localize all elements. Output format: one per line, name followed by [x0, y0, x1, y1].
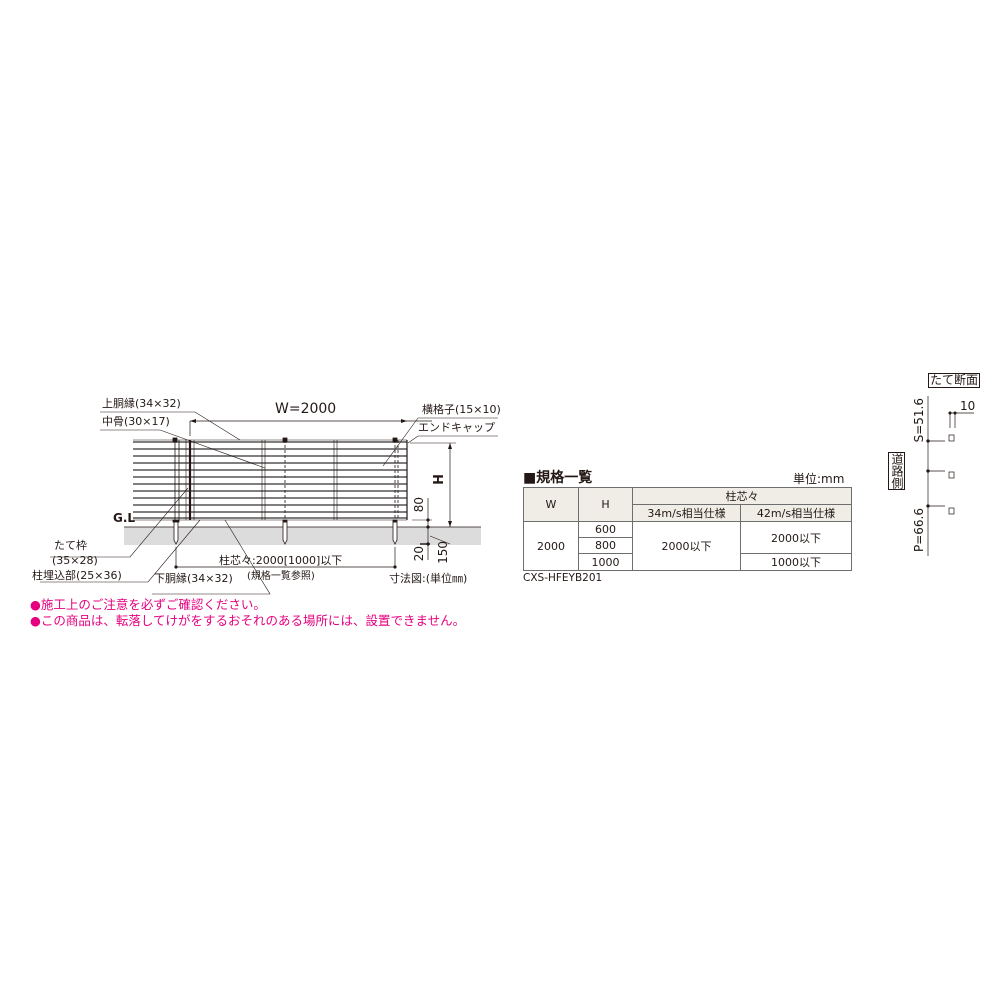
caution-note: ●この商品は、転落してけがをするおそれのある場所には、設置できません。 — [30, 613, 466, 628]
horizontal-slats — [133, 441, 407, 519]
cell-h-600: 600 — [578, 521, 633, 538]
caution-note: ●施工上のご注意を必ずご確認ください。 — [30, 597, 266, 612]
cell-w-value: 2000 — [523, 521, 579, 571]
model-code: CXS-HFEYB201 — [523, 572, 603, 584]
vertical-frame-label: たて枠 — [54, 539, 87, 552]
cell-h-1000: 1000 — [578, 553, 633, 571]
section-s-value: S=51.6 — [912, 398, 926, 443]
post-pitch-reference: (規格一覧参照) — [247, 571, 315, 582]
horizontal-slat-label: 横格子(15×10) — [422, 403, 501, 416]
cell-wind42-value-1: 2000以下 — [740, 521, 852, 554]
header-wind-42: 42m/s相当仕様 — [740, 504, 852, 522]
header-wind-34: 34m/s相当仕様 — [632, 504, 741, 522]
caution-notes: ●施工上のご注意を必ずご確認ください。 ●この商品は、転落してけがをするおそれの… — [30, 597, 465, 629]
spec-table-title: ■規格一覧 — [523, 470, 593, 486]
header-h: H — [578, 487, 633, 522]
cell-h-800: 800 — [578, 537, 633, 554]
cell-wind42-value-2: 1000以下 — [740, 553, 852, 571]
dim-20: 20 — [412, 546, 426, 562]
vertical-frame-size: (35×28) — [52, 554, 98, 567]
post-pitch-label: 柱芯々:2000[1000]以下 — [219, 554, 343, 567]
road-side-label: 道路側 — [888, 452, 905, 490]
height-dimension: H — [432, 474, 447, 485]
ground-line-label: G.L — [113, 511, 136, 525]
spec-table-unit: 単位:mm — [793, 472, 845, 486]
leader-lines — [40, 411, 498, 595]
header-w: W — [523, 487, 579, 522]
section-p-value: P=66.6 — [912, 508, 926, 553]
dim-150: 150 — [436, 541, 450, 564]
end-cap-label: エンドキャップ — [418, 421, 495, 434]
posts — [172, 437, 399, 520]
section-title: たて断面 — [928, 373, 981, 388]
section-dim-10: 10 — [960, 399, 976, 413]
width-dimension: W=2000 — [275, 401, 337, 417]
post-embed-label: 柱埋込部(25×36) — [32, 569, 122, 582]
top-rail-label: 上胴縁(34×32) — [102, 397, 181, 410]
cell-wind34-value: 2000以下 — [632, 521, 741, 571]
dim-80: 80 — [412, 497, 426, 513]
post-embeds — [172, 519, 398, 545]
ground-area — [124, 527, 481, 545]
section-view — [926, 396, 974, 556]
mid-bone-label: 中骨(30×17) — [102, 415, 170, 428]
units-note: 寸法図:(単位㎜) — [389, 572, 468, 585]
spec-table: W H 柱芯々 34m/s相当仕様 42m/s相当仕様 2000 600 200… — [523, 487, 852, 571]
bottom-rail-label: 下胴縁(34×32) — [154, 572, 233, 585]
header-post-pitch: 柱芯々 — [632, 487, 852, 505]
